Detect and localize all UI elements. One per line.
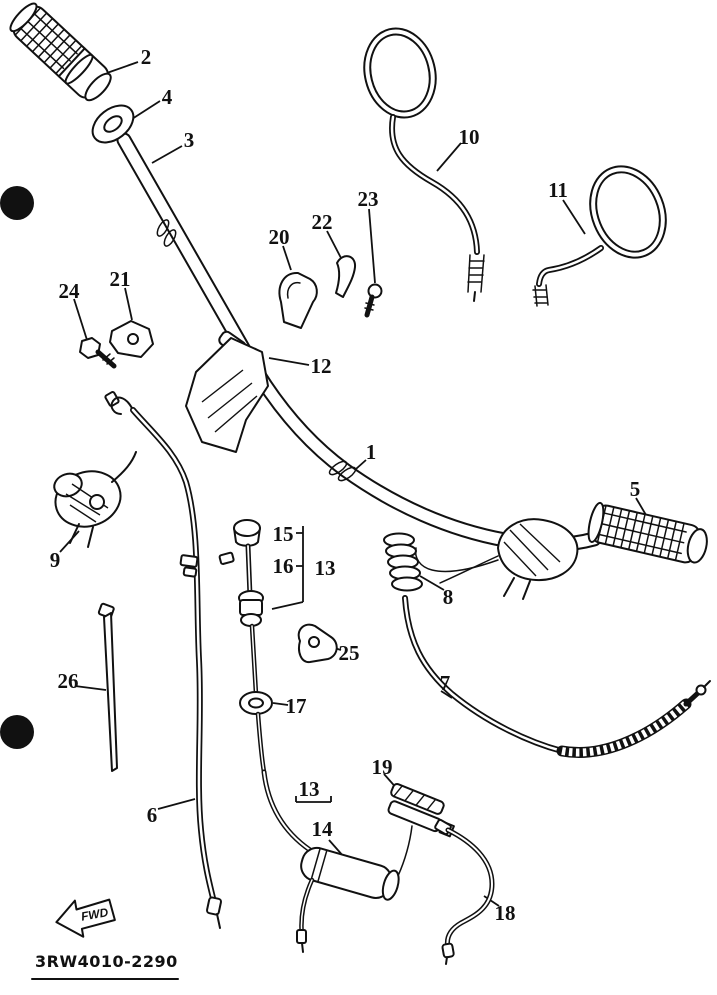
lever-holder-assembly <box>53 451 137 548</box>
boot-exit-cable <box>296 877 315 953</box>
handlebar-holder <box>185 330 269 453</box>
adjuster-nut <box>218 551 235 565</box>
callout-7: 7 <box>440 671 451 695</box>
connector-link-wire <box>397 825 413 877</box>
clutch-cable <box>104 391 222 929</box>
lever-holder <box>109 320 154 358</box>
callout-13: 13 <box>315 556 336 580</box>
brake-cable <box>434 818 495 965</box>
punch-hole-bottom <box>0 715 34 749</box>
speedo-adjuster-assembly <box>218 519 313 853</box>
left-grip <box>9 2 112 102</box>
throttle-cable <box>402 595 711 758</box>
callout-9: 9 <box>50 548 61 572</box>
fwd-label: FWD <box>80 905 110 924</box>
cable-boot-lower <box>300 846 400 901</box>
callout-11: 11 <box>548 178 568 202</box>
bolt-24 <box>79 337 117 369</box>
callout-13b: 13 <box>299 777 320 801</box>
clip-hook <box>335 255 357 298</box>
cable-clamp-25 <box>297 623 338 664</box>
callout-25: 25 <box>339 641 360 665</box>
callout-20: 20 <box>269 225 290 249</box>
screw-23 <box>364 283 383 318</box>
callout-19: 19 <box>372 755 393 779</box>
callout-6: 6 <box>147 803 158 827</box>
mirror-right <box>532 165 667 307</box>
callout-16: 16 <box>273 554 294 578</box>
callout-24: 24 <box>59 279 81 303</box>
cable-tie <box>97 602 118 772</box>
switch-housing <box>414 518 579 600</box>
right-grip <box>587 501 708 564</box>
callout-15: 15 <box>273 522 294 546</box>
callout-10: 10 <box>459 125 480 149</box>
callout-4: 4 <box>162 85 173 109</box>
diagram-code: 3RW4010-2290 <box>35 952 178 971</box>
callout-26: 26 <box>58 669 79 693</box>
callout-2: 2 <box>141 45 152 69</box>
callout-5: 5 <box>630 477 641 501</box>
callout-23: 23 <box>358 187 379 211</box>
callout-21: 21 <box>110 267 131 291</box>
callout-18: 18 <box>495 901 516 925</box>
callout-12: 12 <box>311 354 332 378</box>
fwd-arrow: FWD <box>55 898 116 938</box>
mirror-left <box>363 27 485 302</box>
callout-1: 1 <box>366 440 377 464</box>
holder-bracket <box>278 271 318 329</box>
grip-washer <box>91 104 135 144</box>
callout-17: 17 <box>286 694 307 718</box>
callout-22: 22 <box>312 210 333 234</box>
punch-hole-top <box>0 186 34 220</box>
callout-14: 14 <box>312 817 334 841</box>
callout-3: 3 <box>184 128 195 152</box>
callout-8: 8 <box>443 585 454 609</box>
cable-boot-spring <box>383 532 423 592</box>
